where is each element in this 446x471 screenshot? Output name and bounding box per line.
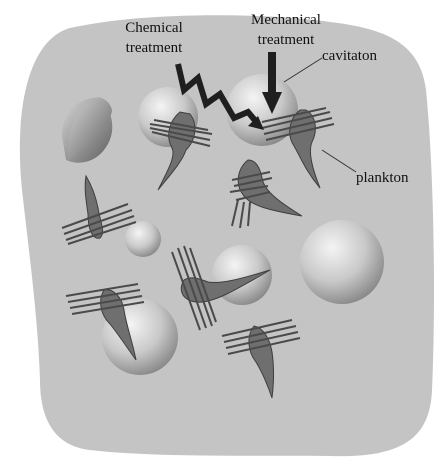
mechanical-treatment-label: Mechanical treatment [236, 10, 336, 50]
cavitation-label: cavitaton [322, 46, 377, 66]
chemical-label-line1: Chemical [108, 18, 200, 38]
mechanical-label-line2: treatment [236, 30, 336, 50]
plankton-label: plankton [356, 168, 409, 188]
bubble-large [300, 220, 384, 304]
bubble-small [125, 221, 161, 257]
mechanical-label-line1: Mechanical [236, 10, 336, 30]
chemical-treatment-label: Chemical treatment [108, 18, 200, 58]
chemical-label-line2: treatment [108, 38, 200, 58]
